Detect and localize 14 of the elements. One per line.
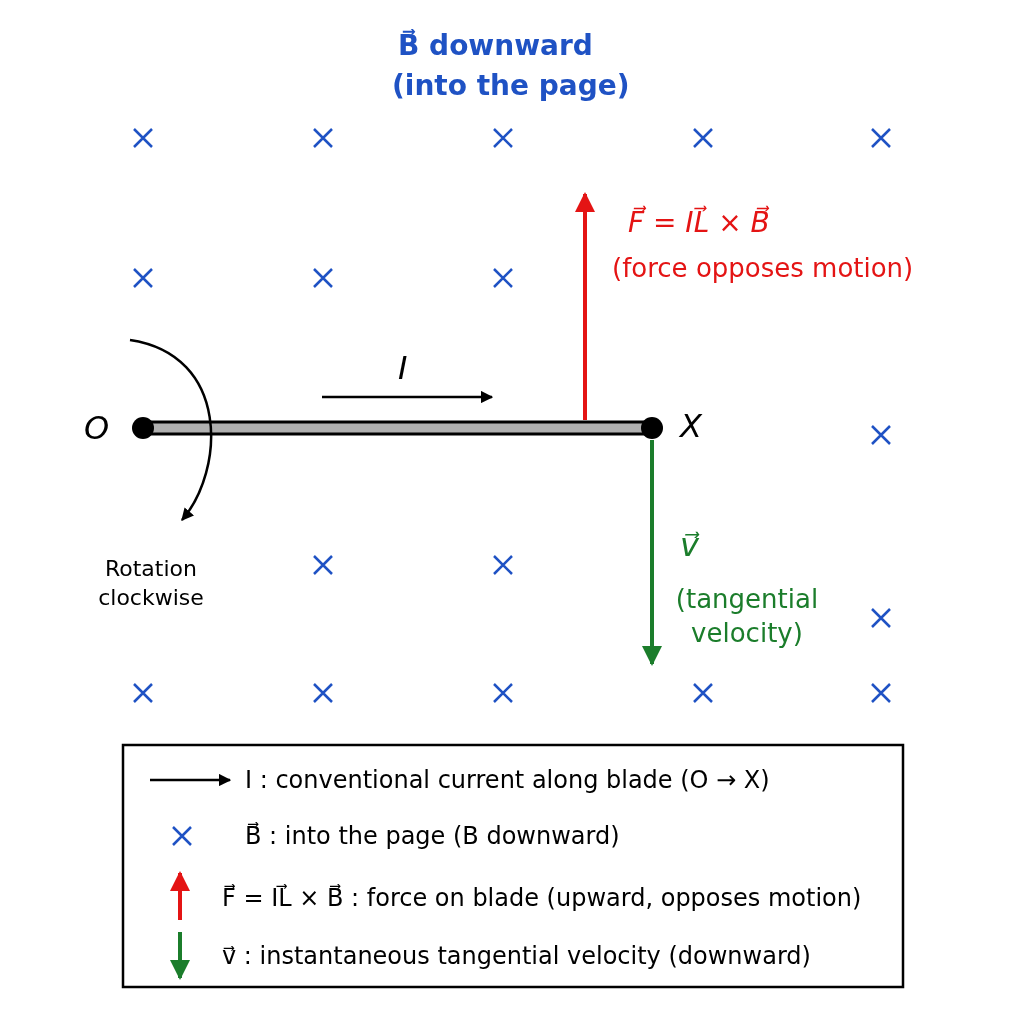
legend-text: F⃗ = IL⃗ × B⃗ : force on blade (upward, opposes motion) bbox=[222, 883, 862, 914]
field-label: B⃗ downward bbox=[398, 28, 593, 64]
formula-label: F⃗ = IL⃗ × B⃗ bbox=[628, 205, 770, 241]
legend-text: I : conventional current along blade (O → X) bbox=[245, 765, 770, 796]
current-label: I bbox=[398, 348, 408, 389]
legend-text: v⃗ : instantaneous tangential velocity (downward) bbox=[222, 941, 811, 972]
point-label: X bbox=[680, 406, 702, 447]
point-label: O bbox=[84, 408, 110, 449]
field-label: (into the page) bbox=[392, 68, 630, 104]
velocity-label: (tangential velocity) bbox=[674, 583, 820, 650]
velocity-label: v⃗ bbox=[680, 525, 699, 566]
force-label: (force opposes motion) bbox=[612, 252, 914, 285]
rotation-label: Rotation clockwise bbox=[97, 555, 205, 612]
legend-text: B⃗ : into the page (B downward) bbox=[245, 821, 620, 852]
